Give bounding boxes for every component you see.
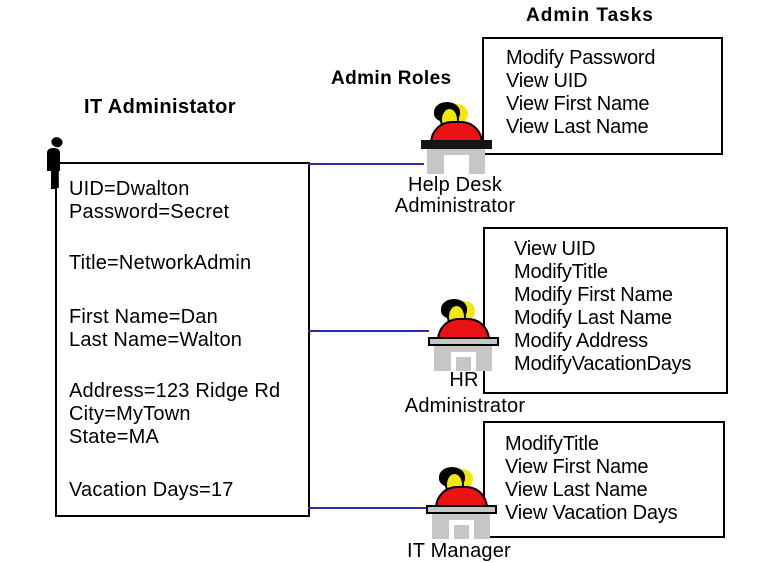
role-name-help-desk-line1: Help Desk — [407, 174, 503, 196]
desk-body — [434, 346, 492, 371]
profile-attribute: Title=NetworkAdmin — [69, 252, 252, 274]
role-name-hr-line1: HR — [449, 369, 479, 391]
task-item: Modify Password — [506, 47, 656, 69]
desk-top-bar — [428, 337, 499, 346]
task-item: Modify Last Name — [514, 307, 672, 329]
task-item: Modify Address — [514, 330, 648, 352]
task-item: View First Name — [505, 456, 649, 478]
it-administrator-heading: IT Administator — [84, 96, 236, 118]
hr-tasks-box: View UID ModifyTitle Modify First Name M… — [483, 227, 728, 394]
person-at-desk-icon — [428, 299, 499, 371]
desk-top-bar — [421, 140, 492, 149]
task-item: ModifyTitle — [514, 261, 608, 283]
profile-attribute: Last Name=Walton — [69, 329, 243, 351]
task-item: View First Name — [506, 93, 650, 115]
profile-attribute: Address=123 Ridge Rd — [69, 380, 281, 402]
desk-door-cutout — [444, 155, 469, 174]
task-item: View Last Name — [506, 116, 649, 138]
desk-body — [432, 514, 490, 539]
connector-line-hr — [308, 330, 429, 332]
profile-attribute: Password=Secret — [69, 201, 230, 223]
profile-attribute: UID=Dwalton — [69, 178, 190, 200]
person-at-desk-icon — [426, 467, 497, 539]
person-at-desk-icon — [421, 102, 492, 174]
admin-roles-heading: Admin Roles — [331, 68, 452, 89]
role-name-it-manager: IT Manager — [407, 540, 511, 562]
task-item: View Vacation Days — [505, 502, 678, 524]
task-item: Modify First Name — [514, 284, 673, 306]
task-item: View Last Name — [505, 479, 648, 501]
profile-attribute: City=MyTown — [69, 403, 191, 425]
profile-attribute: Vacation Days=17 — [69, 479, 234, 501]
desk-door-cutout — [449, 520, 474, 539]
profile-attribute: First Name=Dan — [69, 306, 218, 328]
task-item: View UID — [506, 70, 588, 92]
person-silhouette-icon — [40, 136, 66, 192]
desk-top-bar — [426, 505, 497, 514]
connector-line-it-manager — [308, 507, 427, 509]
desk-door-cutout — [451, 352, 476, 371]
it-manager-tasks-box: ModifyTitle View First Name View Last Na… — [483, 421, 725, 538]
task-item: ModifyVacationDays — [514, 353, 692, 375]
role-name-help-desk-line2: Administrator — [394, 195, 516, 217]
task-item: ModifyTitle — [505, 433, 599, 455]
role-name-hr-line2: Administrator — [404, 395, 526, 417]
help-desk-tasks-box: Modify Password View UID View First Name… — [482, 37, 723, 155]
admin-tasks-heading: Admin Tasks — [526, 5, 654, 26]
connector-line-help-desk — [308, 163, 424, 165]
profile-attribute: State=MA — [69, 426, 159, 448]
user-profile-box: UID=Dwalton Password=Secret Title=Networ… — [55, 162, 310, 517]
task-item: View UID — [514, 238, 596, 260]
